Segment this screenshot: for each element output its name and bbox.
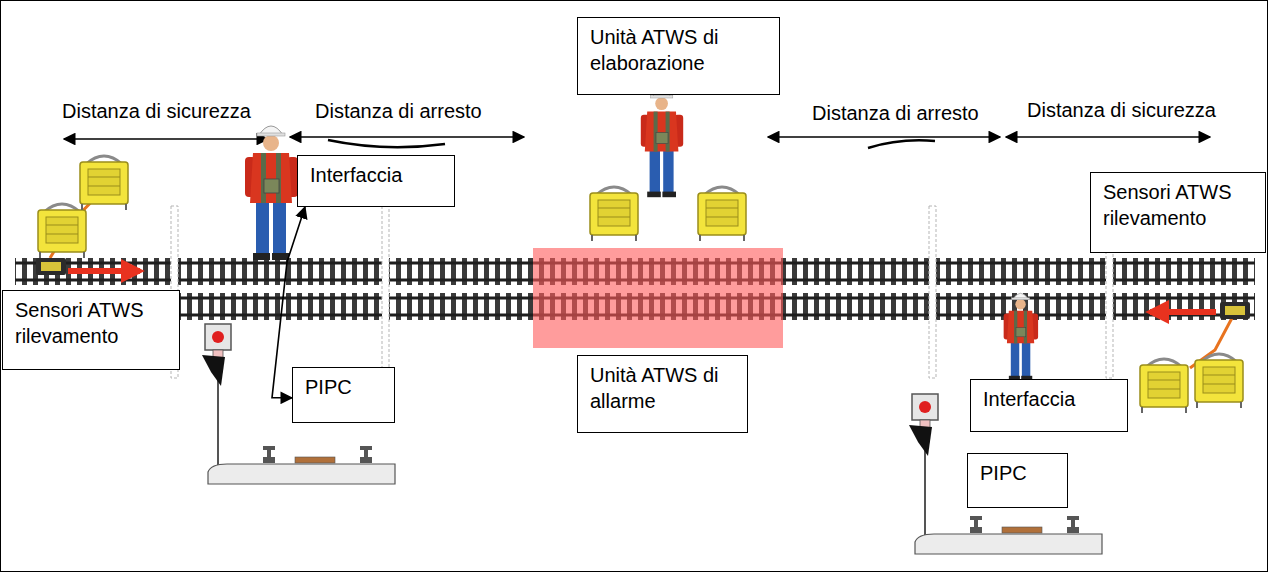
distance-label: Distanza di sicurezza — [1027, 98, 1216, 122]
distance-arrows-part — [328, 140, 445, 147]
label-box: Sensori ATWS rilevamento — [1090, 172, 1266, 253]
sensor-left-part — [80, 156, 128, 210]
distance-arrows-part — [64, 138, 268, 140]
sensor-right-part — [1220, 302, 1250, 319]
sensor-left — [36, 156, 140, 275]
label-box: Unità ATWS di elaborazione — [577, 17, 780, 95]
worker-right-part — [1004, 293, 1038, 380]
work-zone — [533, 248, 783, 348]
distance-arrows-part — [1006, 136, 1210, 138]
pipc-signal-left — [202, 324, 395, 484]
distance-arrows — [64, 137, 1210, 148]
label-box: Sensori ATWS rilevamento — [2, 290, 180, 370]
label-box: PIPC — [292, 367, 395, 423]
pipc-signal-left-part — [202, 324, 395, 484]
sensor-left-part — [68, 268, 140, 274]
sensor-left-part — [38, 204, 86, 258]
distance-arrows-part — [868, 140, 935, 148]
worker-center-part — [641, 90, 683, 197]
alarm-units-part — [698, 187, 746, 241]
label-box: PIPC — [967, 453, 1068, 508]
box-text: Sensori ATWS rilevamento — [1103, 179, 1253, 231]
box-text: PIPC — [305, 374, 382, 400]
distance-arrows-part — [768, 136, 1000, 138]
label-box: Interfaccia — [970, 379, 1128, 432]
box-text: Unità ATWS di allarme — [590, 362, 735, 414]
distance-label: Distanza di arresto — [812, 101, 979, 125]
box-text: PIPC — [980, 460, 1055, 486]
alarm-units-part — [590, 187, 638, 241]
worker-left — [245, 126, 298, 260]
sensor-right-part — [1150, 309, 1216, 315]
label-box: Interfaccia — [297, 155, 455, 207]
box-text: Unità ATWS di elaborazione — [590, 24, 767, 76]
boundary-posts — [171, 206, 1113, 378]
box-text: Sensori ATWS rilevamento — [15, 297, 167, 349]
worker-right — [1004, 293, 1038, 380]
distance-label: Distanza di arresto — [315, 99, 482, 123]
sensor-right — [1140, 302, 1250, 413]
box-text: Interfaccia — [310, 162, 442, 188]
box-text: Interfaccia — [983, 386, 1115, 412]
distance-label: Distanza di sicurezza — [62, 99, 251, 123]
distance-arrows-part — [290, 136, 524, 138]
sensor-right-part — [1140, 359, 1188, 413]
worker-center — [641, 90, 683, 197]
label-box: Unità ATWS di allarme — [577, 355, 748, 433]
sensor-right-part — [1195, 354, 1243, 408]
boundary-posts-part — [382, 206, 389, 378]
sensor-left-part — [36, 258, 66, 275]
worker-left-part — [245, 126, 298, 260]
boundary-posts-part — [929, 206, 936, 378]
